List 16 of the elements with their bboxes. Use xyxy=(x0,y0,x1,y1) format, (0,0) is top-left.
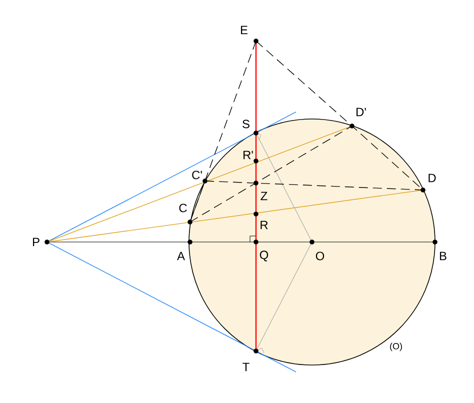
point-label: T xyxy=(242,362,250,372)
point-label: O xyxy=(316,252,324,260)
point-label: E xyxy=(241,26,248,34)
point-label: D xyxy=(428,174,436,182)
point-label: C' xyxy=(192,170,202,180)
point-label: P xyxy=(33,238,40,246)
point-label: Z xyxy=(260,192,268,200)
point-label: B xyxy=(440,252,446,260)
point-label: R' xyxy=(244,150,253,160)
point-label: A xyxy=(177,252,185,260)
point-label: R xyxy=(260,220,268,230)
point-label: C xyxy=(179,204,187,212)
point-label: Q xyxy=(260,250,268,262)
point-label: (O) xyxy=(390,342,402,352)
point-label: S xyxy=(242,120,250,128)
point-label: D' xyxy=(356,108,366,116)
